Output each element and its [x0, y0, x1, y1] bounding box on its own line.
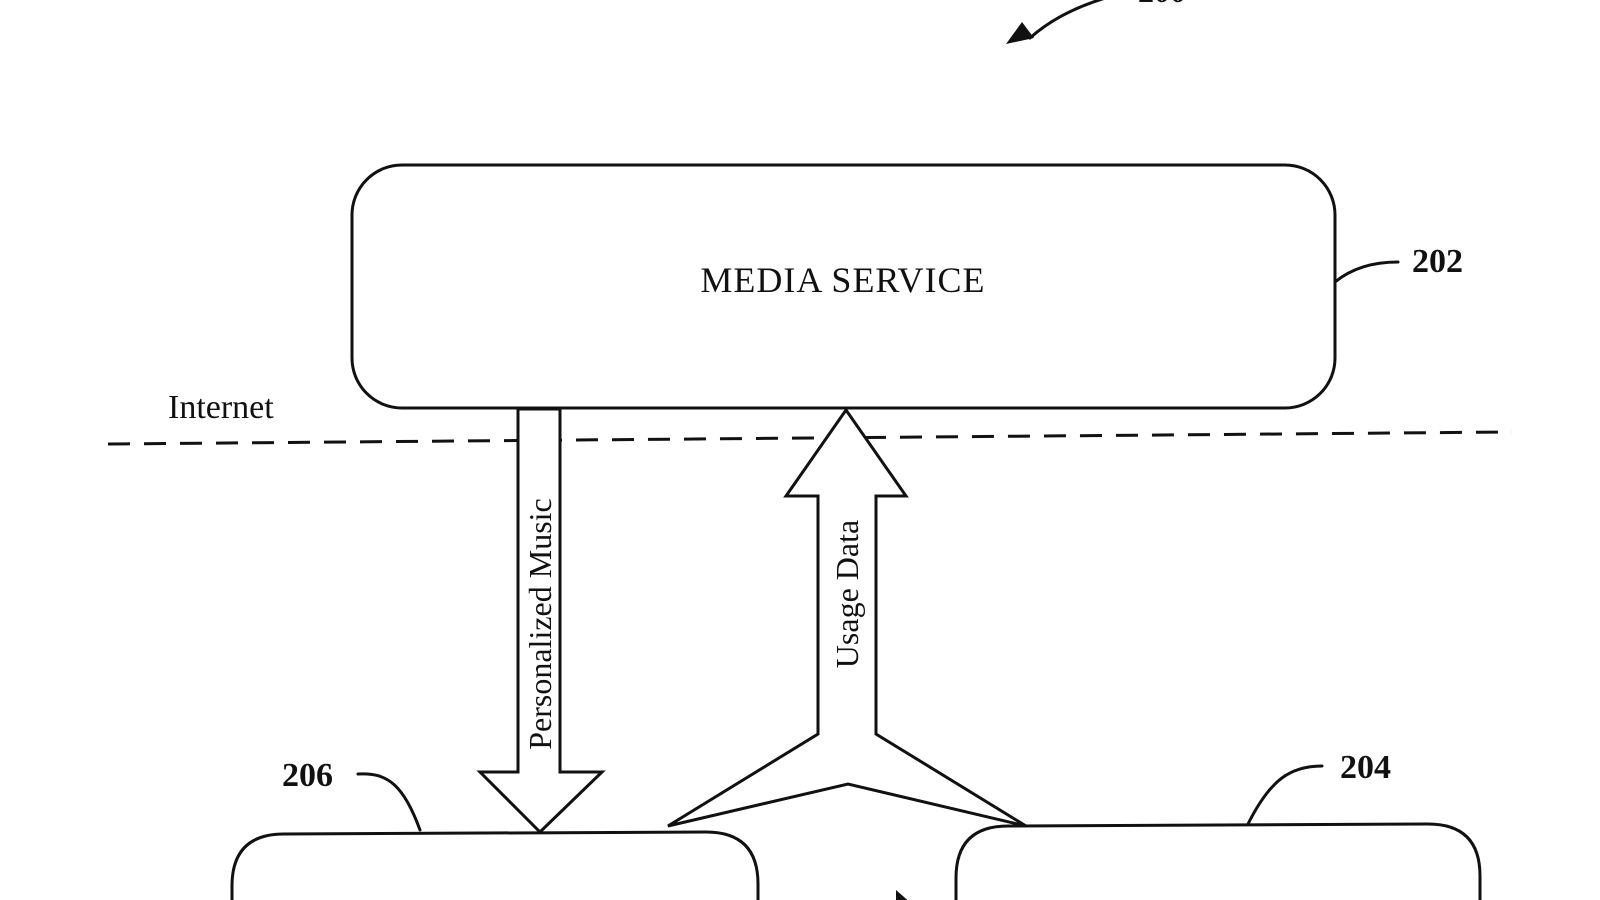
usage-data-arrow-shape: [667, 407, 1027, 828]
media-service-node: MEDIA SERVICE 202: [350, 163, 1463, 410]
figure-ref-label: 200: [1138, 0, 1186, 9]
client-204-ref-leader: [1246, 764, 1324, 826]
usage-data-arrow: Usage Data: [667, 407, 1027, 828]
media-service-ref-leader: [1333, 260, 1400, 284]
internet-dashed-line: [107, 430, 1513, 446]
media-service-box: [350, 163, 1337, 410]
peer-link-arrowhead: [896, 890, 908, 900]
internet-boundary: Internet: [107, 389, 1513, 446]
media-service-ref: 202: [1412, 243, 1463, 280]
media-service-label: MEDIA SERVICE: [700, 260, 985, 300]
figure-ref-leader: [1028, 0, 1105, 40]
personalized-music-arrow-shape: [476, 407, 606, 835]
usage-data-label: Usage Data: [829, 520, 865, 668]
client-206-ref-leader: [356, 772, 422, 832]
client-206-box: [230, 830, 760, 900]
client-node-206: 206: [230, 757, 760, 900]
client-206-ref: 206: [282, 757, 333, 794]
internet-label: Internet: [168, 389, 274, 426]
client-204-ref: 204: [1340, 749, 1391, 786]
client-204-box: [954, 822, 1482, 900]
personalized-music-label: Personalized Music: [522, 498, 558, 750]
figure-reference: 200: [1006, 0, 1186, 44]
client-node-204: 204: [954, 749, 1482, 900]
figure-ref-arrowhead: [1006, 22, 1034, 44]
personalized-music-arrow: Personalized Music: [476, 407, 606, 835]
